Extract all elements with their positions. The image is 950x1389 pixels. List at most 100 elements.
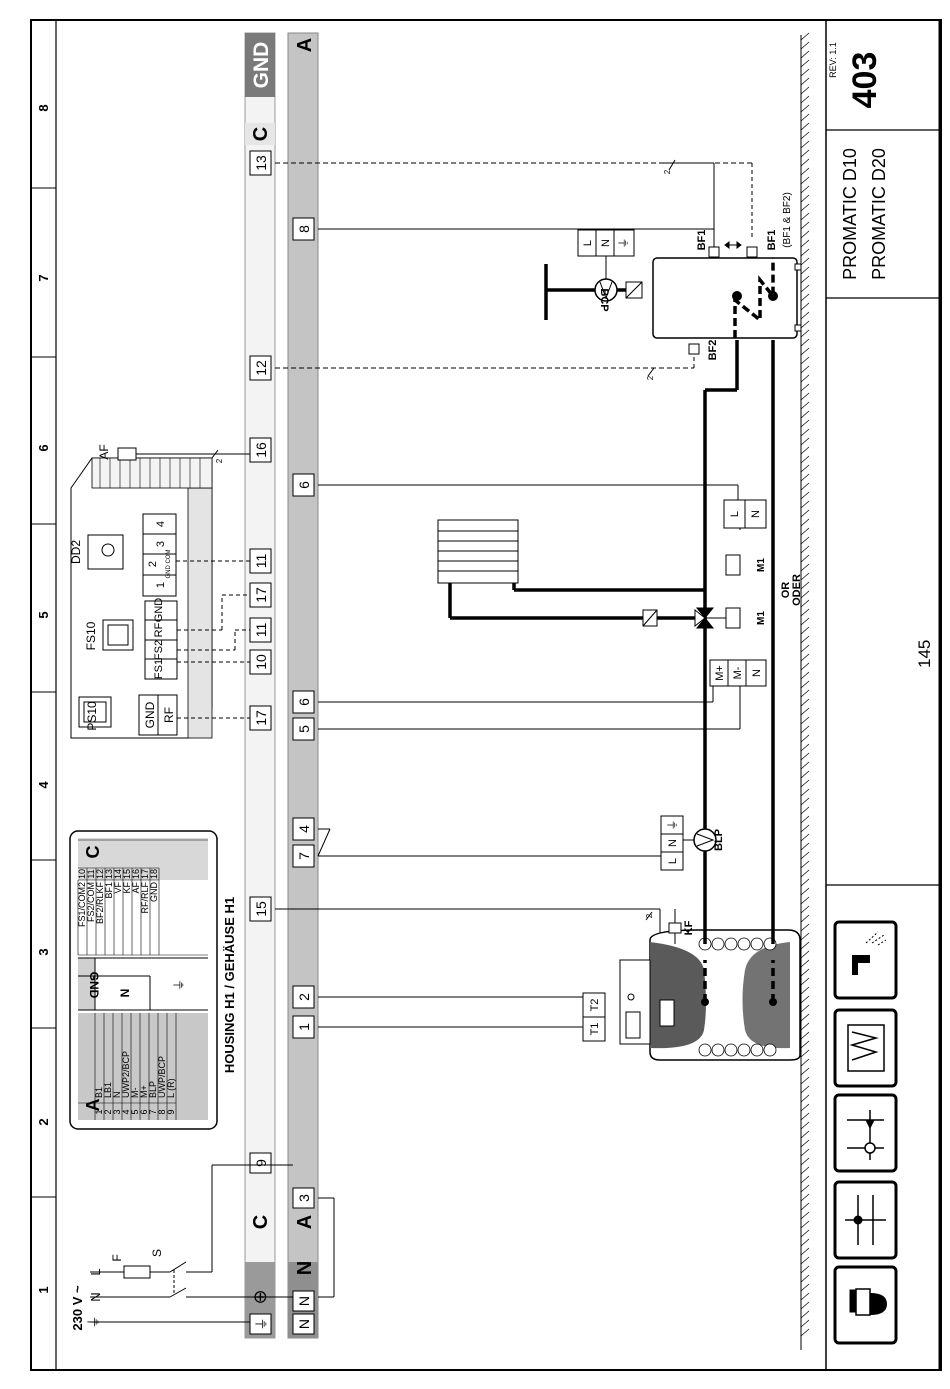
mixer-mplus: M+ [714,665,726,681]
bf1b-label: BF1 [766,230,778,251]
c-terminal: 11 [253,554,269,569]
bcp-n: N [600,239,612,247]
n-terminal-label: N [296,1319,312,1329]
dd2-term-2: 2 [147,561,159,567]
title-rev: REV: 1.1 [828,42,838,78]
ps10-device [78,694,178,736]
table-c-sig: VF [113,882,123,894]
check-valve [642,609,658,627]
table-c-sig: AF [131,882,141,894]
kf-label: KF [683,920,695,935]
ruler-label-8: 8 [36,104,51,111]
table-c-num: 14 [113,869,123,879]
blp-l: L [667,858,679,864]
wire-count: 2 [646,375,655,380]
ruler-label-1: 1 [36,1286,51,1293]
ps10-gnd: GND [143,701,157,728]
table-a-num: 6 [139,1109,149,1114]
table-c-sig: FS2/COM [86,882,96,922]
fs10-fs1: FS1 [153,659,165,679]
c-terminal: 10 [253,654,269,670]
ruler [31,187,56,1198]
ps10-rf: RF [162,707,176,723]
bf1-label: BF1 [696,230,708,251]
table-a-label: A [83,1099,103,1112]
bcp-l: L [582,240,594,246]
dd2-label: DD2 [69,540,83,564]
m1-option [723,499,767,576]
m1b-l: L [729,511,741,517]
fs10-label: FS10 [84,621,98,650]
a-terminal: 7 [296,852,312,860]
legend-icons [833,920,898,1345]
table-c-sig: FS1/COM2 [77,882,87,927]
m1-label-a: M1 [756,611,767,625]
c-terminal: 17 [253,587,269,603]
a-terminal: 8 [296,225,312,233]
mixing-valve [694,607,741,629]
table-c-num: 11 [86,869,96,878]
a-terminals: 3 1 2 7 4 5 6 6 8 [292,217,315,1209]
a-terminal: 3 [296,1194,312,1202]
signal-wires [176,162,753,719]
supply-earth: ⏚ [86,1315,101,1328]
fs10-rf: RF [153,622,165,637]
ruler-label-7: 7 [36,274,51,281]
a-terminal: 1 [296,1023,312,1031]
table-c-sig: KF [122,882,132,894]
blp-label: BLP [713,829,725,851]
or-label: OR [780,582,792,599]
mixer-terminal [709,659,767,687]
page-number: 145 [915,639,934,668]
table-c-rows: FS1/COM2 10 FS2/COM 11 BF2/RLKF 12 BF1 1… [77,839,208,956]
table-a-sig: UWP/BCP [157,1056,167,1098]
rail-gnd-label: GND [250,42,273,89]
mixer-mminus: M- [732,666,744,679]
supply-s: S [150,1249,164,1257]
table-c-num: 13 [104,869,114,879]
af-label: AF [97,444,111,459]
table-c-num: 16 [131,869,141,879]
table-c-num: 15 [122,869,132,879]
table-c-num: 12 [95,869,105,879]
table-a-sig: M+ [139,1085,149,1098]
earth-terminal-symbol: ⏚ [254,1317,269,1330]
table-a-num: 5 [130,1109,140,1114]
table-earth: ⏚ [172,979,186,991]
dd2-term-sub: GND COM [166,550,172,579]
table-n-label: N [118,989,132,998]
c-terminal: 9 [253,1159,269,1167]
table-a-sig: BLP [148,1081,158,1098]
fs10-fs2: FS2 [153,640,165,660]
n-terminal-2-label: N [296,1296,312,1306]
title-block [826,129,940,886]
table-c-label: C [83,846,103,859]
supply-l: L [88,1268,103,1275]
dd2-term-3: 3 [155,541,167,547]
a-terminal: 2 [296,993,312,1001]
a-terminal: 6 [296,481,312,489]
rail-a [287,32,319,1339]
ruler-label-3: 3 [36,948,51,955]
n-terminal-2 [292,1290,315,1312]
blp-n: N [667,839,679,847]
ruler-label-5: 5 [36,611,51,618]
n-terminal [292,1313,315,1335]
table-c-sig: BF2/RLKF [95,882,105,925]
c-terminal: 16 [253,442,269,458]
dhw-cylinder [652,257,802,339]
table-a-sig: UWP2/BCP [121,1051,131,1098]
rail-a-label-top: A [294,38,316,52]
supply-voltage: 230 V ~ [70,1285,85,1331]
wire-count: 2 [215,458,224,463]
dd2-term-4: 4 [155,521,167,527]
table-a-num: 7 [148,1109,158,1114]
bcp-pump [577,229,635,302]
rail-c-end-top [245,123,275,145]
c-terminal: 13 [253,155,269,171]
a-terminal: 6 [296,698,312,706]
rail-n-label: N [294,1261,316,1275]
radiator [437,519,519,584]
table-c-sig: RF/RLF [140,881,150,913]
